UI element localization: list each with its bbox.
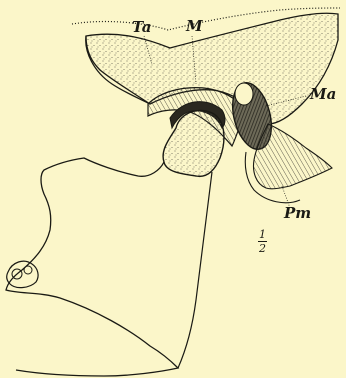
- scale-denominator: 2: [259, 243, 266, 254]
- meatus-opening: [235, 83, 253, 105]
- label-m: M: [186, 19, 203, 34]
- ramus-posterior-border: [178, 172, 212, 368]
- label-ta: Ta: [132, 20, 151, 35]
- label-pm: Pm: [284, 206, 311, 221]
- scale-numerator: 1: [259, 229, 266, 240]
- tooth-cusp: [24, 266, 32, 274]
- scale-fraction: 1 2: [258, 229, 267, 254]
- mastoid-process: [254, 124, 333, 189]
- mandible-outline: [6, 158, 178, 376]
- label-ma: Ma: [310, 87, 336, 102]
